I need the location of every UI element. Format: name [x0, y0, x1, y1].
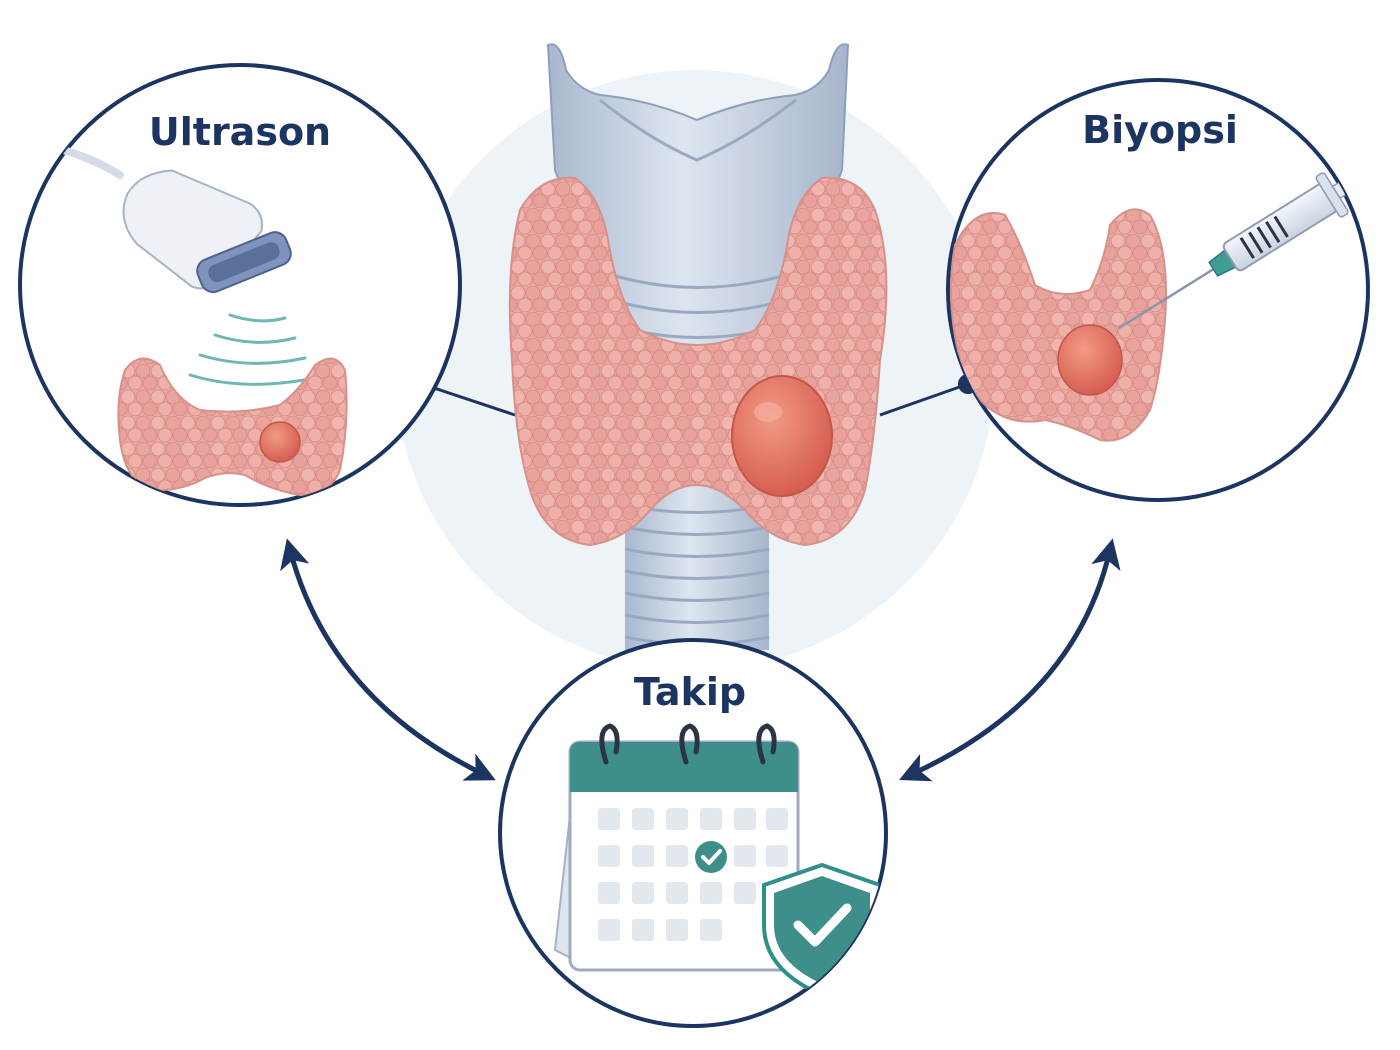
step-biopsy: Biyopsi	[948, 80, 1400, 500]
cycle-arrow-left	[290, 550, 485, 775]
calendar-check-icon	[695, 841, 727, 873]
step-label-ultrasound: Ultrason	[149, 110, 331, 154]
ultrasound-nodule	[260, 422, 300, 462]
cycle-arrow-right	[910, 550, 1110, 775]
step-label-biopsy: Biyopsi	[1082, 108, 1238, 152]
step-label-followup: Takip	[634, 670, 746, 714]
biopsy-nodule	[1058, 325, 1122, 395]
step-ultrasound: Ultrason	[20, 65, 460, 505]
thyroid-nodule	[732, 376, 832, 496]
step-followup: Takip	[500, 640, 886, 1026]
